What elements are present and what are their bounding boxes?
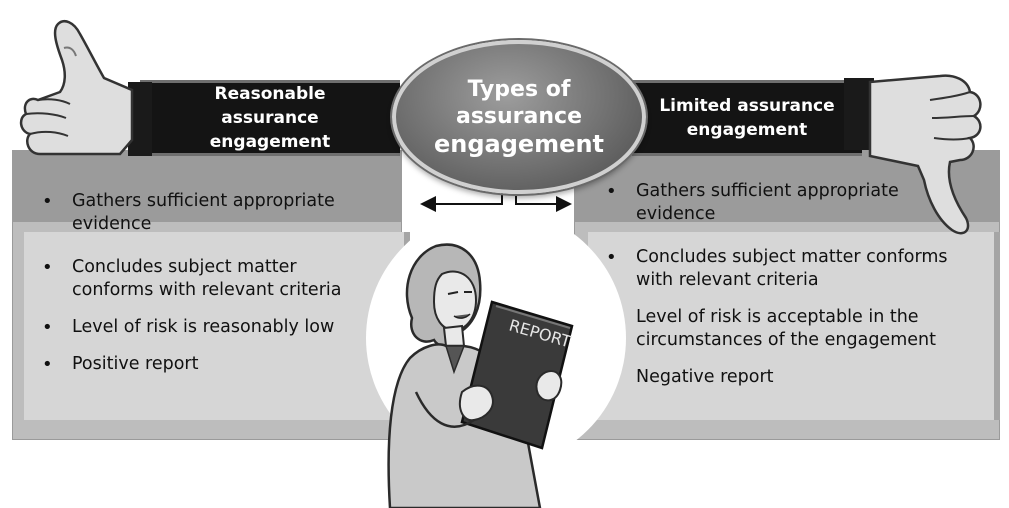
right-header-line2: engagement xyxy=(686,120,808,140)
center-title-oval: Types of assurance engagement xyxy=(392,40,646,194)
left-item-1: Gathers sufficient appropriate evidence xyxy=(38,190,378,236)
right-header: Limited assurance engagement xyxy=(632,80,862,156)
left-header-line2: engagement xyxy=(209,132,331,152)
thumbs-up-icon xyxy=(19,20,152,156)
right-item-2: Concludes subject matter conforms with r… xyxy=(602,246,972,292)
right-item-3: Level of risk is acceptable in the circu… xyxy=(602,306,972,352)
left-header: Reasonable assurance engagement xyxy=(140,80,400,156)
center-title-line2: assurance xyxy=(455,104,582,129)
right-item-list: Gathers sufficient appropriate evidence … xyxy=(602,180,972,402)
center-title-line3: engagement xyxy=(433,130,605,158)
right-header-line1: Limited assurance xyxy=(659,96,835,116)
left-header-line1: Reasonable assurance xyxy=(214,84,326,128)
left-item-2: Concludes subject matter conforms with r… xyxy=(38,256,378,302)
left-item-4: Positive report xyxy=(38,353,378,376)
thumbs-down-icon xyxy=(844,74,982,235)
right-item-1: Gathers sufficient appropriate evidence xyxy=(602,180,972,226)
woman-holding-report-illustration: REPORT xyxy=(387,243,574,508)
left-item-3: Level of risk is reasonably low xyxy=(38,316,378,339)
center-title-line1: Types of xyxy=(467,77,571,102)
right-item-4: Negative report xyxy=(602,366,972,389)
left-item-list: Gathers sufficient appropriate evidence … xyxy=(38,190,378,389)
